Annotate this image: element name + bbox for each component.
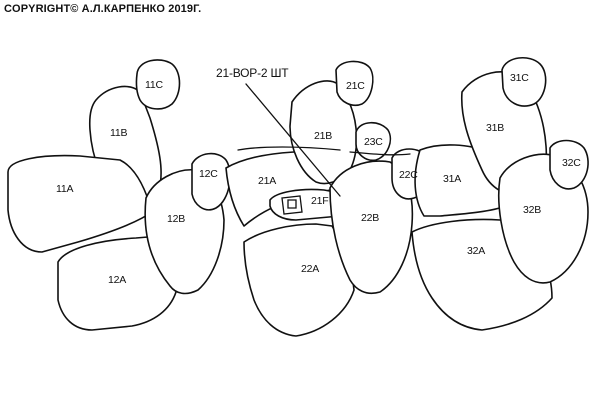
label-32b: 32B	[523, 204, 541, 216]
seat-23-headrest	[355, 121, 392, 162]
label-11c: 11C	[145, 79, 163, 91]
label-21f: 21F	[311, 195, 329, 207]
copyright-notice: COPYRIGHT© А.Л.КАРПЕНКО 2019Г.	[4, 3, 202, 15]
label-32c: 32C	[562, 157, 581, 169]
seat-11-cushion	[7, 154, 153, 253]
label-11b: 11B	[110, 127, 127, 139]
label-32a: 32A	[467, 245, 485, 257]
label-12b: 12B	[167, 213, 185, 225]
label-21b: 21B	[314, 130, 332, 142]
seat-21-headrest	[335, 60, 374, 107]
label-12c: 12C	[199, 168, 218, 180]
seat-22-cushion	[243, 223, 355, 337]
label-23c: 23C	[364, 136, 383, 148]
label-21c: 21C	[346, 80, 365, 92]
callout-text: 21-ВОР-2 ШТ	[216, 66, 289, 80]
seat-22-backrest	[329, 160, 414, 295]
label-11a: 11A	[56, 183, 73, 195]
label-21a: 21A	[258, 175, 276, 187]
cup-holder	[281, 195, 303, 215]
label-22b: 22B	[361, 212, 379, 224]
label-12a: 12A	[108, 274, 126, 286]
label-31c: 31C	[510, 72, 529, 84]
label-31a: 31A	[443, 173, 461, 185]
seat-31-headrest	[501, 57, 547, 107]
backrest-joint-line	[237, 146, 411, 156]
seat-12-headrest	[191, 152, 231, 211]
seat-32-headrest	[549, 139, 589, 190]
label-22c: 22C	[399, 169, 418, 181]
label-22a: 22A	[301, 263, 319, 275]
callout-leader-line	[245, 83, 341, 197]
label-31b: 31B	[486, 122, 504, 134]
seat-11-headrest	[135, 59, 181, 110]
